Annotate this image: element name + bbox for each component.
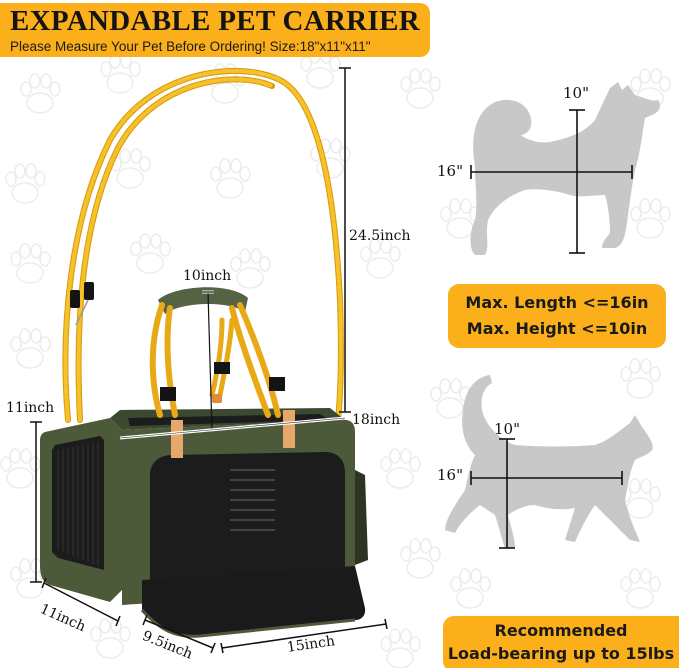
dog-silhouette-diagram	[470, 82, 660, 255]
webbing-tab	[283, 410, 295, 448]
cat-silhouette-icon	[445, 375, 653, 548]
strap-buckle	[84, 282, 94, 300]
strap-buckle	[70, 290, 80, 308]
size-notice: Please Measure Your Pet Before Ordering!…	[10, 39, 371, 54]
dog-height-label: 10"	[563, 84, 589, 102]
handle-sleeve	[160, 387, 176, 401]
product-title: EXPANDABLE PET CARRIER	[10, 5, 420, 37]
shoulder-strap	[62, 67, 344, 423]
title-banner: EXPANDABLE PET CARRIER Please Measure Yo…	[0, 3, 430, 57]
max-length-text: Max. Length <=16in	[465, 293, 649, 312]
handle-sleeve	[214, 362, 230, 374]
recommended-text: Recommended	[494, 621, 628, 640]
length-label: 18inch	[352, 412, 401, 428]
strap-height-label: 24.5inch	[349, 228, 411, 244]
cat-silhouette-diagram	[445, 375, 653, 549]
cat-length-label: 16"	[437, 466, 463, 484]
handle-height-label: 10inch	[183, 268, 232, 284]
max-size-box: Max. Length <=16in Max. Height <=10in	[448, 284, 666, 348]
height-label: 11inch	[6, 400, 55, 416]
load-capacity-box: Recommended Load-bearing up to 15lbs	[443, 616, 679, 668]
max-height-text: Max. Height <=10in	[466, 319, 648, 338]
dog-length-label: 16"	[437, 162, 463, 180]
webbing-tab	[171, 420, 183, 458]
load-bearing-text: Load-bearing up to 15lbs	[447, 644, 675, 663]
dog-silhouette-icon	[470, 82, 660, 255]
cat-height-label: 10"	[494, 420, 520, 438]
handle-sleeve	[269, 377, 285, 391]
